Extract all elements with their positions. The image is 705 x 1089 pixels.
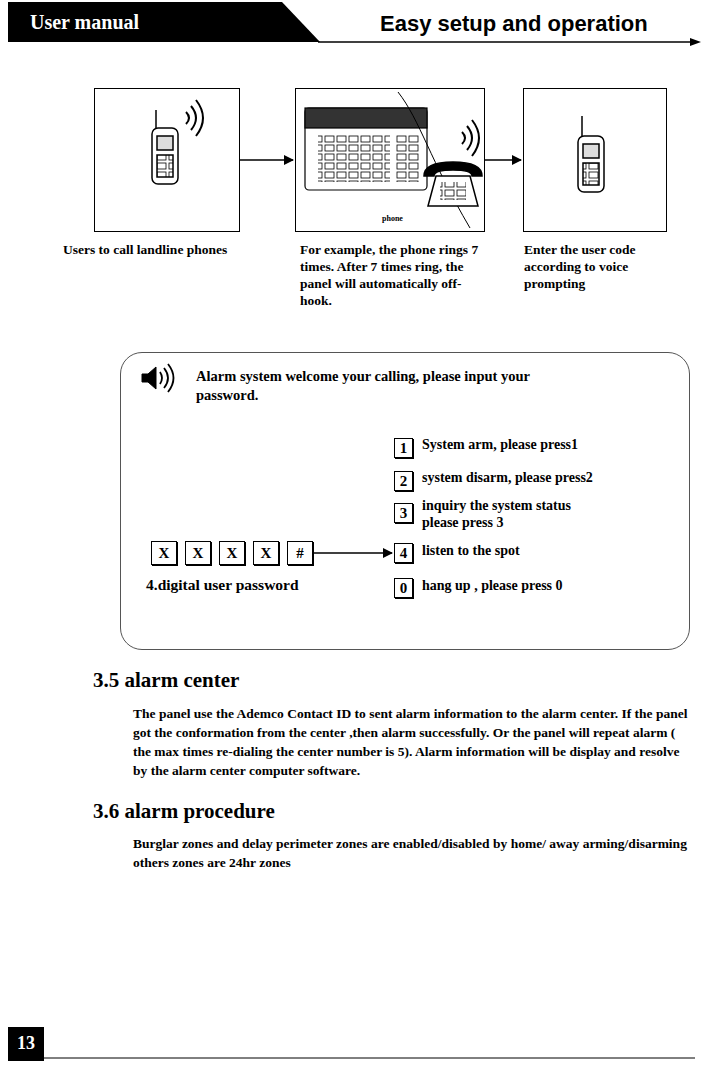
landline-phone-icon [424, 120, 482, 206]
node-text: Enter the user code according to voice p… [524, 241, 684, 292]
footer-rule [44, 1058, 695, 1059]
menu-item: System arm, please press1 [422, 436, 672, 454]
page-number-block [8, 1027, 44, 1061]
node-text: Users to call landline phones [63, 241, 263, 258]
header-rule [318, 41, 692, 43]
key-label: 1 [400, 440, 408, 457]
node-text: Alarm system welcome your calling, pleas… [196, 367, 566, 405]
header-arrowhead [690, 38, 701, 46]
key-button: X [219, 541, 245, 565]
flow-arrow [240, 159, 293, 161]
key-label: 2 [400, 473, 408, 490]
flow-arrow [313, 552, 392, 554]
step-box: Users to call landline phones [94, 88, 240, 232]
page-title: Easy setup and operation [380, 11, 648, 37]
section-body: The panel use the Ademco Contact ID to s… [133, 704, 695, 780]
speaker-icon [142, 364, 174, 392]
section-body: Burglar zones and delay perimeter zones … [133, 834, 695, 872]
key-button: X [151, 541, 177, 565]
menu-item: system disarm, please press2 [422, 469, 672, 487]
step-box: For example, the phone rings 7 times. Af… [295, 88, 485, 232]
key-button: 2 [394, 471, 413, 491]
menu-item: hang up , please press 0 [422, 577, 672, 595]
key-button: 4 [394, 543, 413, 563]
node-text: For example, the phone rings 7 times. Af… [300, 241, 490, 309]
key-button: 1 [394, 438, 413, 458]
flow-arrow [485, 159, 521, 161]
node-text: 4.digital user password [146, 575, 406, 594]
key-button: 0 [394, 578, 413, 598]
key-label: X [261, 545, 272, 562]
key-button: 3 [394, 503, 413, 523]
page-number: 13 [8, 1031, 44, 1055]
key-label: 4 [400, 545, 408, 562]
key-button: # [287, 541, 313, 565]
header-bar [8, 2, 320, 42]
menu-item: inquiry the system status please press 3 [422, 497, 597, 531]
voice-menu-panel: Alarm system welcome your calling, pleas… [120, 352, 690, 650]
key-label: 3 [400, 505, 408, 522]
key-label: X [193, 545, 204, 562]
mobile-phone-icon [152, 100, 203, 184]
mobile-phone-icon [578, 116, 604, 192]
key-label: X [159, 545, 170, 562]
key-label: # [296, 545, 304, 562]
key-button: X [253, 541, 279, 565]
key-label: 0 [400, 580, 408, 597]
section-heading: 3.6 alarm procedure [93, 799, 493, 823]
alarm-panel-icon [305, 92, 470, 228]
step-box: Enter the user code according to voice p… [523, 88, 667, 232]
key-button: X [185, 541, 211, 565]
menu-item: listen to the spot [422, 542, 672, 560]
key-label: X [227, 545, 238, 562]
section-heading: 3.5 alarm center [93, 668, 493, 692]
icon-label: phone [382, 214, 432, 223]
header-label: User manual [30, 11, 280, 33]
